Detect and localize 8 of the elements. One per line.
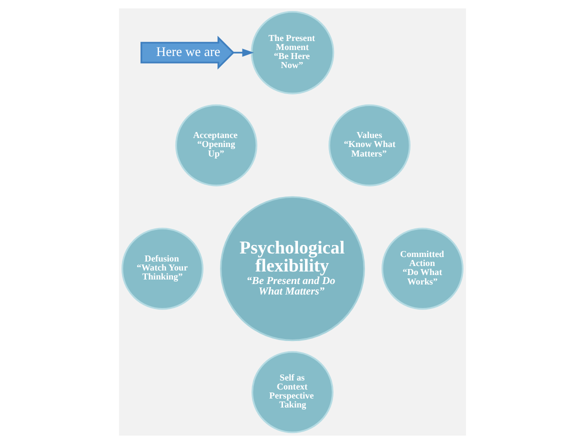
node-circle: Self as Context Perspective Taking xyxy=(252,351,334,434)
node-circle: The Present Moment “Be Here Now” xyxy=(250,10,334,94)
node-circle: Psychological flexibility “Be Present and Do What Matters” xyxy=(220,196,365,342)
node-circle: Values “Know What Matters” xyxy=(328,104,411,186)
node-circle: Acceptance “Opening Up” xyxy=(175,104,258,186)
arrow xyxy=(233,48,254,57)
node-circle: Defusion “Watch Your Thinking” xyxy=(121,228,204,310)
node-circle: Committed Action “Do What Works” xyxy=(382,228,464,310)
